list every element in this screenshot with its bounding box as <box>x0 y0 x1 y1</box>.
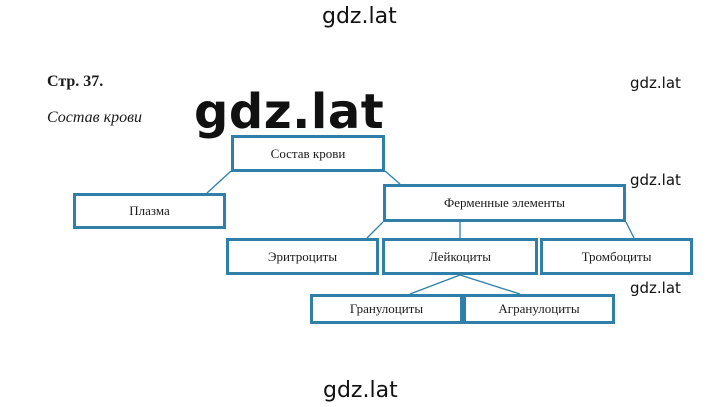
watermark-right-3: gdz.lat <box>630 279 681 297</box>
connector-root-formed <box>384 170 401 185</box>
connector-leukocytes-agranulocytes <box>459 274 521 295</box>
watermark-top: gdz.lat <box>322 4 397 29</box>
node-agranulocytes: Агранулоциты <box>463 294 615 324</box>
node-formed-elements: Ферменные элементы <box>383 184 626 222</box>
node-blood-composition: Состав крови <box>231 135 385 172</box>
node-erythrocytes: Эритроциты <box>226 238 379 275</box>
node-thrombocytes: Тромбоциты <box>540 238 693 275</box>
connector-formed-thrombocytes <box>625 221 635 239</box>
watermark-right-1: gdz.lat <box>630 74 681 92</box>
watermark-bottom: gdz.lat <box>323 378 398 403</box>
connector-formed-erythrocytes <box>366 221 384 239</box>
section-title: Состав крови <box>47 109 143 126</box>
watermark-right-2: gdz.lat <box>630 171 681 189</box>
connector-root-plasma <box>206 170 232 194</box>
node-granulocytes: Гранулоциты <box>310 294 463 324</box>
node-plasma: Плазма <box>73 193 226 229</box>
node-leukocytes: Лейкоциты <box>382 238 538 275</box>
page-label: Стр. 37. <box>47 73 104 90</box>
connector-leukocytes-granulocytes <box>409 274 461 295</box>
watermark-large: gdz.lat <box>194 84 385 140</box>
